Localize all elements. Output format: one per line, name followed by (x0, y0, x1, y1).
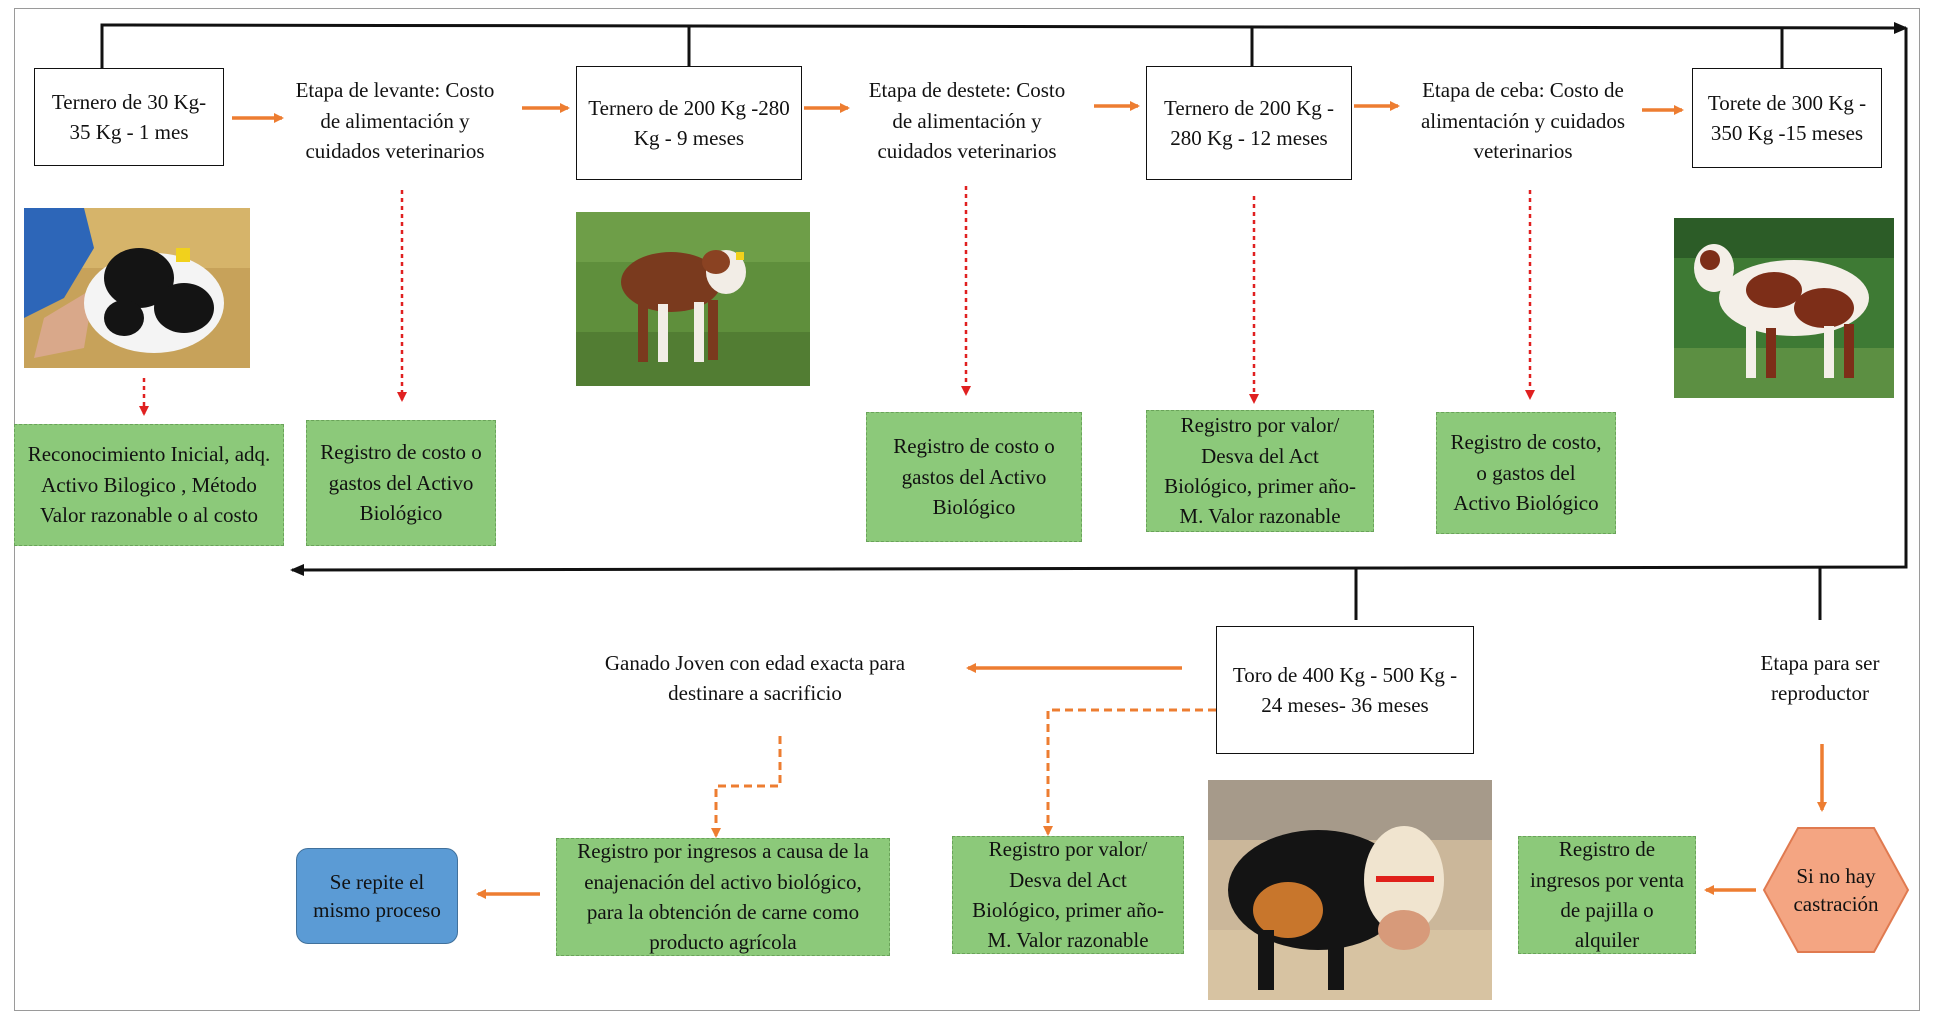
stage-toro-label: Toro de 400 Kg - 500 Kg - 24 meses- 36 m… (1232, 662, 1458, 717)
etapa-reproductor-label: Etapa para ser reproductor (1760, 650, 1880, 705)
record-ingresos-carne-box: Registro por ingresos a causa de la enaj… (556, 838, 890, 956)
record-destete-label: Registro de costo o gastos del Activo Bi… (893, 434, 1055, 520)
etapa-reproductor-text: Etapa para ser reproductor (1740, 640, 1900, 716)
record-levante-label: Registro de costo o gastos del Activo Bi… (320, 440, 482, 526)
calf-9-months-photo (576, 212, 810, 386)
stage-destete-text: Etapa de destete: Costo de alimentación … (860, 66, 1074, 176)
record-ceba-label: Registro de costo, o gastos del Activo B… (1450, 430, 1602, 516)
castration-hexagon: Si no hay castración (1762, 826, 1910, 954)
record-pajilla-label: Registro de ingresos por venta de pajill… (1530, 837, 1684, 953)
record-valor-2-box: Registro por valor/ Desva del Act Biológ… (952, 836, 1184, 954)
record-levante-box: Registro de costo o gastos del Activo Bi… (306, 420, 496, 546)
stage-torete-box: Torete de 300 Kg - 350 Kg -15 meses (1692, 68, 1882, 168)
record-reconocimiento-box: Reconocimiento Inicial, adq. Activo Bilo… (14, 424, 284, 546)
castration-label: Si no hay castración (1793, 863, 1879, 916)
record-destete-box: Registro de costo o gastos del Activo Bi… (866, 412, 1082, 542)
stage-ternero-1-box: Ternero de 30 Kg-35 Kg - 1 mes (34, 68, 224, 166)
record-valor-1-label: Registro por valor/ Desva del Act Biológ… (1164, 413, 1356, 529)
record-ceba-box: Registro de costo, o gastos del Activo B… (1436, 412, 1616, 534)
stage-ternero-2-box: Ternero de 200 Kg -280 Kg - 9 meses (576, 66, 802, 180)
stage-ternero-3-label: Ternero de 200 Kg - 280 Kg - 12 meses (1164, 95, 1334, 150)
top-connector-line (100, 21, 1908, 68)
record-ingresos-carne-label: Registro por ingresos a causa de la enaj… (577, 839, 869, 955)
stage-ceba-text: Etapa de ceba: Costo de alimentación y c… (1416, 66, 1630, 176)
stage-toro-box: Toro de 400 Kg - 500 Kg - 24 meses- 36 m… (1216, 626, 1474, 754)
stage-levante-text: Etapa de levante: Costo de alimentación … (288, 66, 502, 176)
record-reconocimiento-label: Reconocimiento Inicial, adq. Activo Bilo… (27, 442, 271, 528)
repeat-process-box: Se repite el mismo proceso (296, 848, 458, 944)
stage-torete-label: Torete de 300 Kg - 350 Kg -15 meses (1707, 90, 1867, 145)
stage-ceba-label: Etapa de ceba: Costo de alimentación y c… (1420, 78, 1626, 164)
ganado-joven-label: Ganado Joven con edad exacta para destin… (604, 650, 906, 705)
stage-ternero-2-label: Ternero de 200 Kg -280 Kg - 9 meses (588, 95, 790, 150)
record-valor-2-label: Registro por valor/ Desva del Act Biológ… (972, 837, 1164, 953)
stage-ternero-3-box: Ternero de 200 Kg - 280 Kg - 12 meses (1146, 66, 1352, 180)
record-valor-1-box: Registro por valor/ Desva del Act Biológ… (1146, 410, 1374, 532)
stage-levante-label: Etapa de levante: Costo de alimentación … (295, 78, 495, 164)
repeat-process-label: Se repite el mismo proceso (313, 869, 441, 922)
calf-newborn-photo (24, 208, 250, 368)
stage-ternero-1-label: Ternero de 30 Kg-35 Kg - 1 mes (51, 89, 207, 144)
record-pajilla-box: Registro de ingresos por venta de pajill… (1518, 836, 1696, 954)
bull-photo (1208, 780, 1492, 1000)
ganado-joven-text: Ganado Joven con edad exacta para destin… (570, 640, 940, 716)
return-connector-line (290, 28, 1908, 576)
young-bull-photo (1674, 218, 1894, 398)
stage-destete-label: Etapa de destete: Costo de alimentación … (868, 78, 1066, 164)
